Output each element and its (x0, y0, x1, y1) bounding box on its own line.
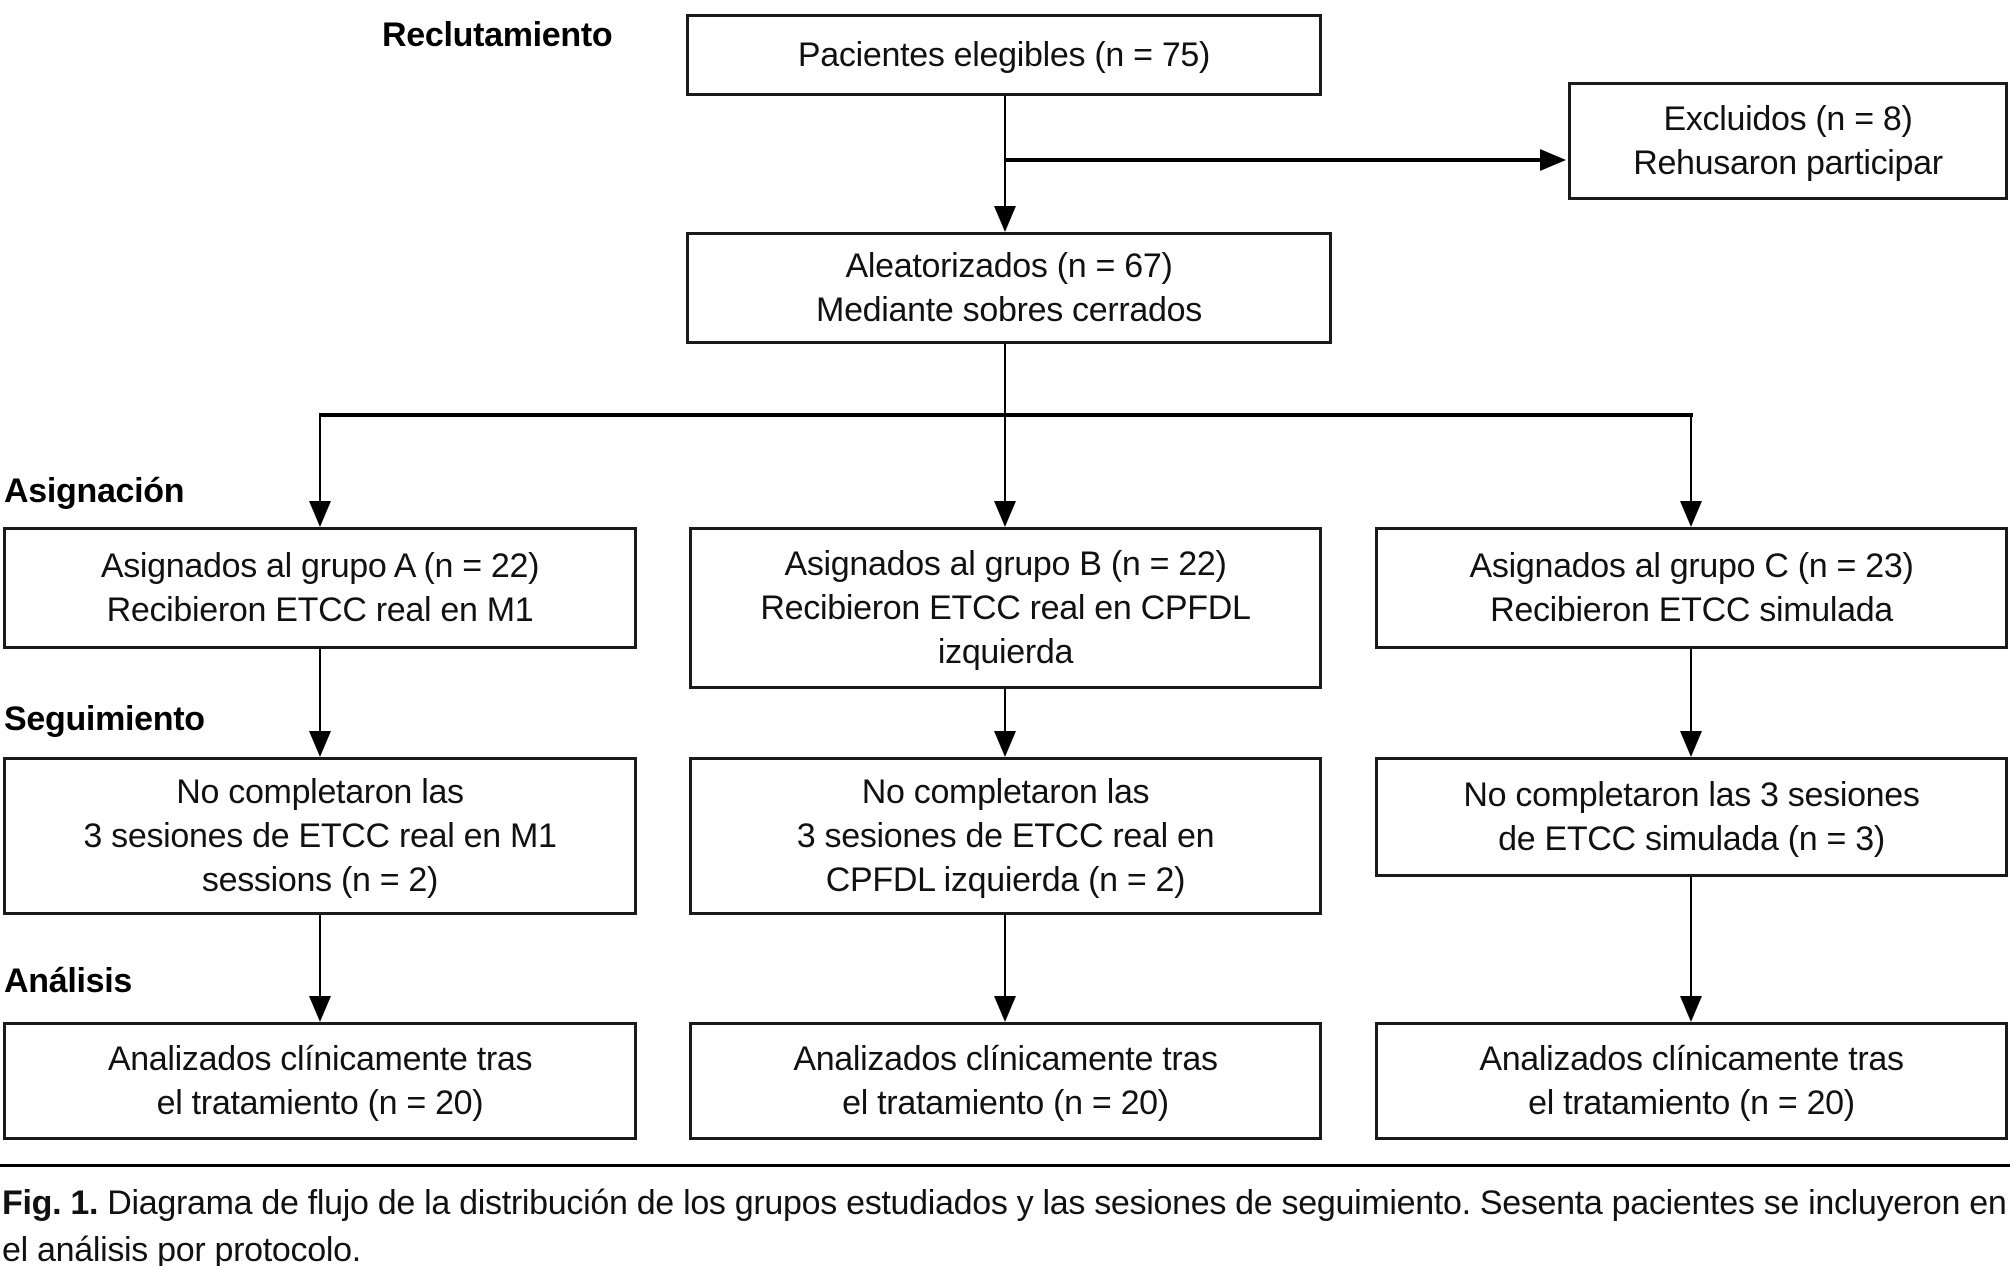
box-excluded: Excluidos (n = 8) Rehusaron participar (1568, 82, 2008, 200)
box-group-a: Asignados al grupo A (n = 22) Recibieron… (3, 527, 637, 649)
arrow-down-icon (309, 996, 331, 1022)
connector-group-c-followup (1690, 649, 1692, 731)
box-group-a-line: Recibieron ETCC real en M1 (106, 591, 534, 629)
box-group-c-line: Recibieron ETCC simulada (1490, 591, 1893, 629)
box-group-b-line: Recibieron ETCC real en CPFDL (760, 589, 1251, 627)
connector-followup-a-analysis (319, 915, 321, 996)
box-analyzed-b-line: Analizados clínicamente tras (793, 1040, 1218, 1078)
box-eligible-line: Pacientes elegibles (n = 75) (797, 36, 1211, 74)
arrow-down-icon (1680, 996, 1702, 1022)
box-randomized-line: Mediante sobres cerrados (816, 291, 1202, 329)
stage-label-allocation: Asignación (4, 472, 185, 510)
arrow-down-icon (309, 731, 331, 757)
caption-divider (0, 1164, 2010, 1167)
stage-label-analysis: Análisis (4, 962, 132, 1000)
connector-followup-c-analysis (1690, 877, 1692, 996)
box-followup-c-line: de ETCC simulada (n = 3) (1498, 820, 1885, 858)
connector-branch-group-a (319, 415, 321, 501)
connector-group-b-followup (1004, 689, 1006, 731)
box-followup-b-line: 3 sesiones de ETCC real en (796, 817, 1215, 855)
connector-branch-group-b (1004, 415, 1006, 501)
box-excluded-line: Excluidos (n = 8) (1663, 100, 1913, 138)
arrow-down-icon (1680, 731, 1702, 757)
connector-eligible-randomized (1004, 96, 1006, 208)
box-group-b-line: izquierda (937, 633, 1074, 671)
box-randomized: Aleatorizados (n = 67) Mediante sobres c… (686, 232, 1332, 344)
figure-caption: Fig. 1. Diagrama de flujo de la distribu… (2, 1180, 2008, 1266)
box-followup-a: No completaron las 3 sesiones de ETCC re… (3, 757, 637, 915)
box-analyzed-a-line: el tratamiento (n = 20) (156, 1084, 484, 1122)
box-analyzed-b-line: el tratamiento (n = 20) (842, 1084, 1169, 1122)
box-followup-a-line: No completaron las (176, 773, 464, 811)
box-eligible-patients: Pacientes elegibles (n = 75) (686, 14, 1322, 96)
figure-caption-text: Diagrama de flujo de la distribución de … (2, 1184, 2007, 1266)
connector-followup-b-analysis (1004, 915, 1006, 996)
box-analyzed-c-line: Analizados clínicamente tras (1479, 1040, 1904, 1078)
connector-group-a-followup (319, 649, 321, 731)
box-group-c: Asignados al grupo C (n = 23) Recibieron… (1375, 527, 2008, 649)
arrow-down-icon (994, 731, 1016, 757)
arrow-right-icon (1540, 149, 1566, 171)
arrow-down-icon (309, 501, 331, 527)
box-analyzed-c: Analizados clínicamente tras el tratamie… (1375, 1022, 2008, 1140)
box-analyzed-b: Analizados clínicamente tras el tratamie… (689, 1022, 1322, 1140)
box-followup-a-line: 3 sesiones de ETCC real en M1 (83, 817, 557, 855)
box-excluded-line: Rehusaron participar (1633, 144, 1943, 182)
connector-randomized-branch (1004, 344, 1006, 416)
box-group-b-line: Asignados al grupo B (n = 22) (784, 545, 1227, 583)
box-analyzed-a: Analizados clínicamente tras el tratamie… (3, 1022, 637, 1140)
box-followup-a-line: sessions (n = 2) (201, 861, 439, 899)
box-followup-b: No completaron las 3 sesiones de ETCC re… (689, 757, 1322, 915)
box-group-c-line: Asignados al grupo C (n = 23) (1469, 547, 1914, 585)
box-randomized-line: Aleatorizados (n = 67) (845, 247, 1173, 285)
box-analyzed-c-line: el tratamiento (n = 20) (1528, 1084, 1855, 1122)
arrow-down-icon (994, 206, 1016, 232)
arrow-down-icon (994, 501, 1016, 527)
box-followup-c: No completaron las 3 sesiones de ETCC si… (1375, 757, 2008, 877)
box-analyzed-a-line: Analizados clínicamente tras (107, 1040, 533, 1078)
arrow-down-icon (1680, 501, 1702, 527)
box-followup-b-line: CPFDL izquierda (n = 2) (825, 861, 1186, 899)
stage-label-recruitment: Reclutamiento (382, 16, 613, 54)
connector-to-excluded (1004, 158, 1542, 162)
stage-label-followup: Seguimiento (4, 700, 205, 738)
arrow-down-icon (994, 996, 1016, 1022)
figure-caption-label: Fig. 1. (2, 1184, 99, 1222)
box-followup-c-line: No completaron las 3 sesiones (1463, 776, 1920, 814)
connector-branch-group-c (1690, 415, 1692, 501)
box-group-b: Asignados al grupo B (n = 22) Recibieron… (689, 527, 1322, 689)
branch-bar (319, 413, 1693, 417)
box-group-a-line: Asignados al grupo A (n = 22) (100, 547, 540, 585)
box-followup-b-line: No completaron las (861, 773, 1150, 811)
